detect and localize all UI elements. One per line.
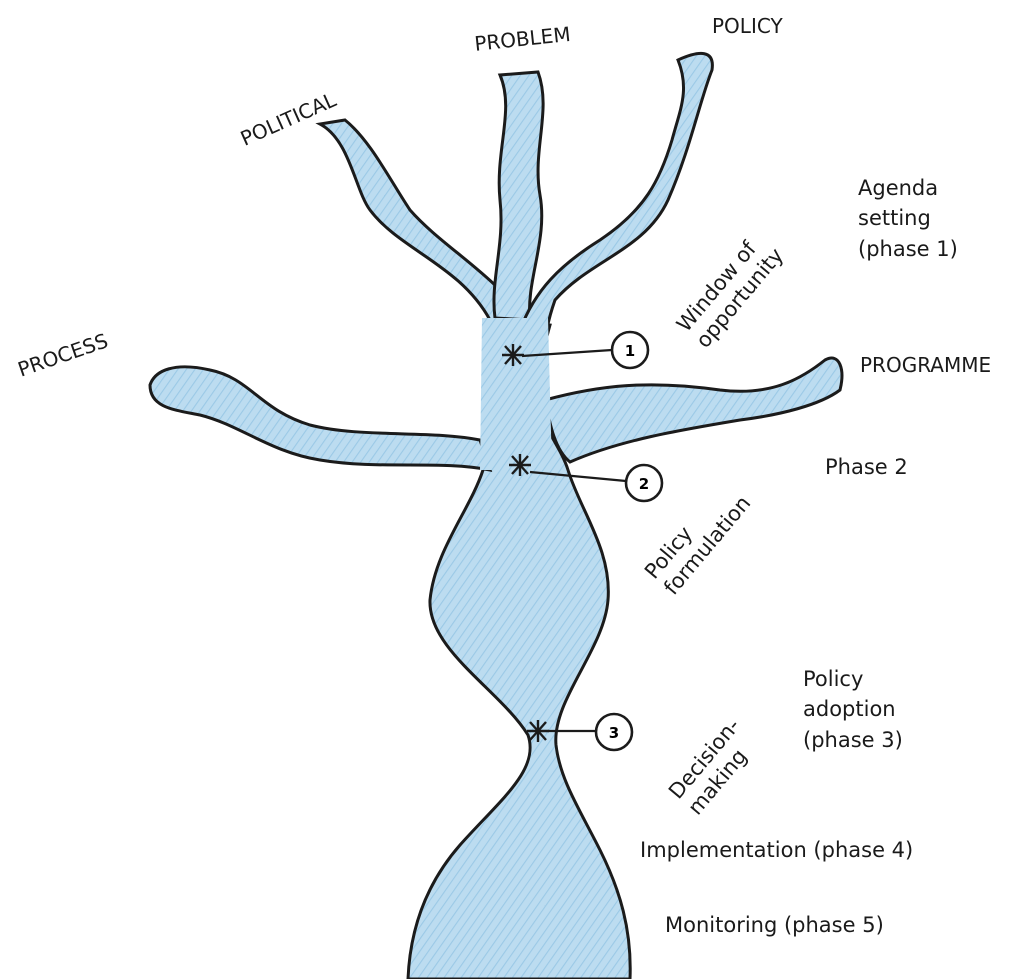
phase-agenda-line1: Agenda: [858, 173, 958, 203]
phase-adoption-line2: adoption: [803, 694, 903, 724]
asterisk-icon: [527, 720, 549, 742]
phase-label-implementation: Implementation (phase 4): [640, 835, 913, 865]
river-process: [150, 367, 490, 470]
phase-adoption-line1: Policy: [803, 664, 903, 694]
phase-label-monitoring: Monitoring (phase 5): [665, 910, 884, 940]
marker-2-number: 2: [639, 475, 649, 493]
asterisk-icon: [502, 344, 524, 366]
river-problem: [494, 72, 543, 320]
phase-agenda-line2: setting: [858, 203, 958, 233]
marker-1-number: 1: [625, 342, 635, 360]
river-junction-fill: [480, 318, 552, 470]
asterisk-icon: [509, 454, 531, 476]
phase-adoption-line3: (phase 3): [803, 725, 903, 755]
phase-agenda-line3: (phase 1): [858, 234, 958, 264]
stream-label-policy: POLICY: [712, 12, 783, 41]
phase-label-agenda-setting: Agenda setting (phase 1): [858, 173, 958, 264]
stream-label-programme: PROGRAMME: [860, 351, 991, 380]
marker-3-number: 3: [609, 724, 619, 742]
river-programme: [545, 358, 842, 462]
phase-label-policy-adoption: Policy adoption (phase 3): [803, 664, 903, 755]
phase-label-phase-2: Phase 2: [825, 452, 908, 482]
